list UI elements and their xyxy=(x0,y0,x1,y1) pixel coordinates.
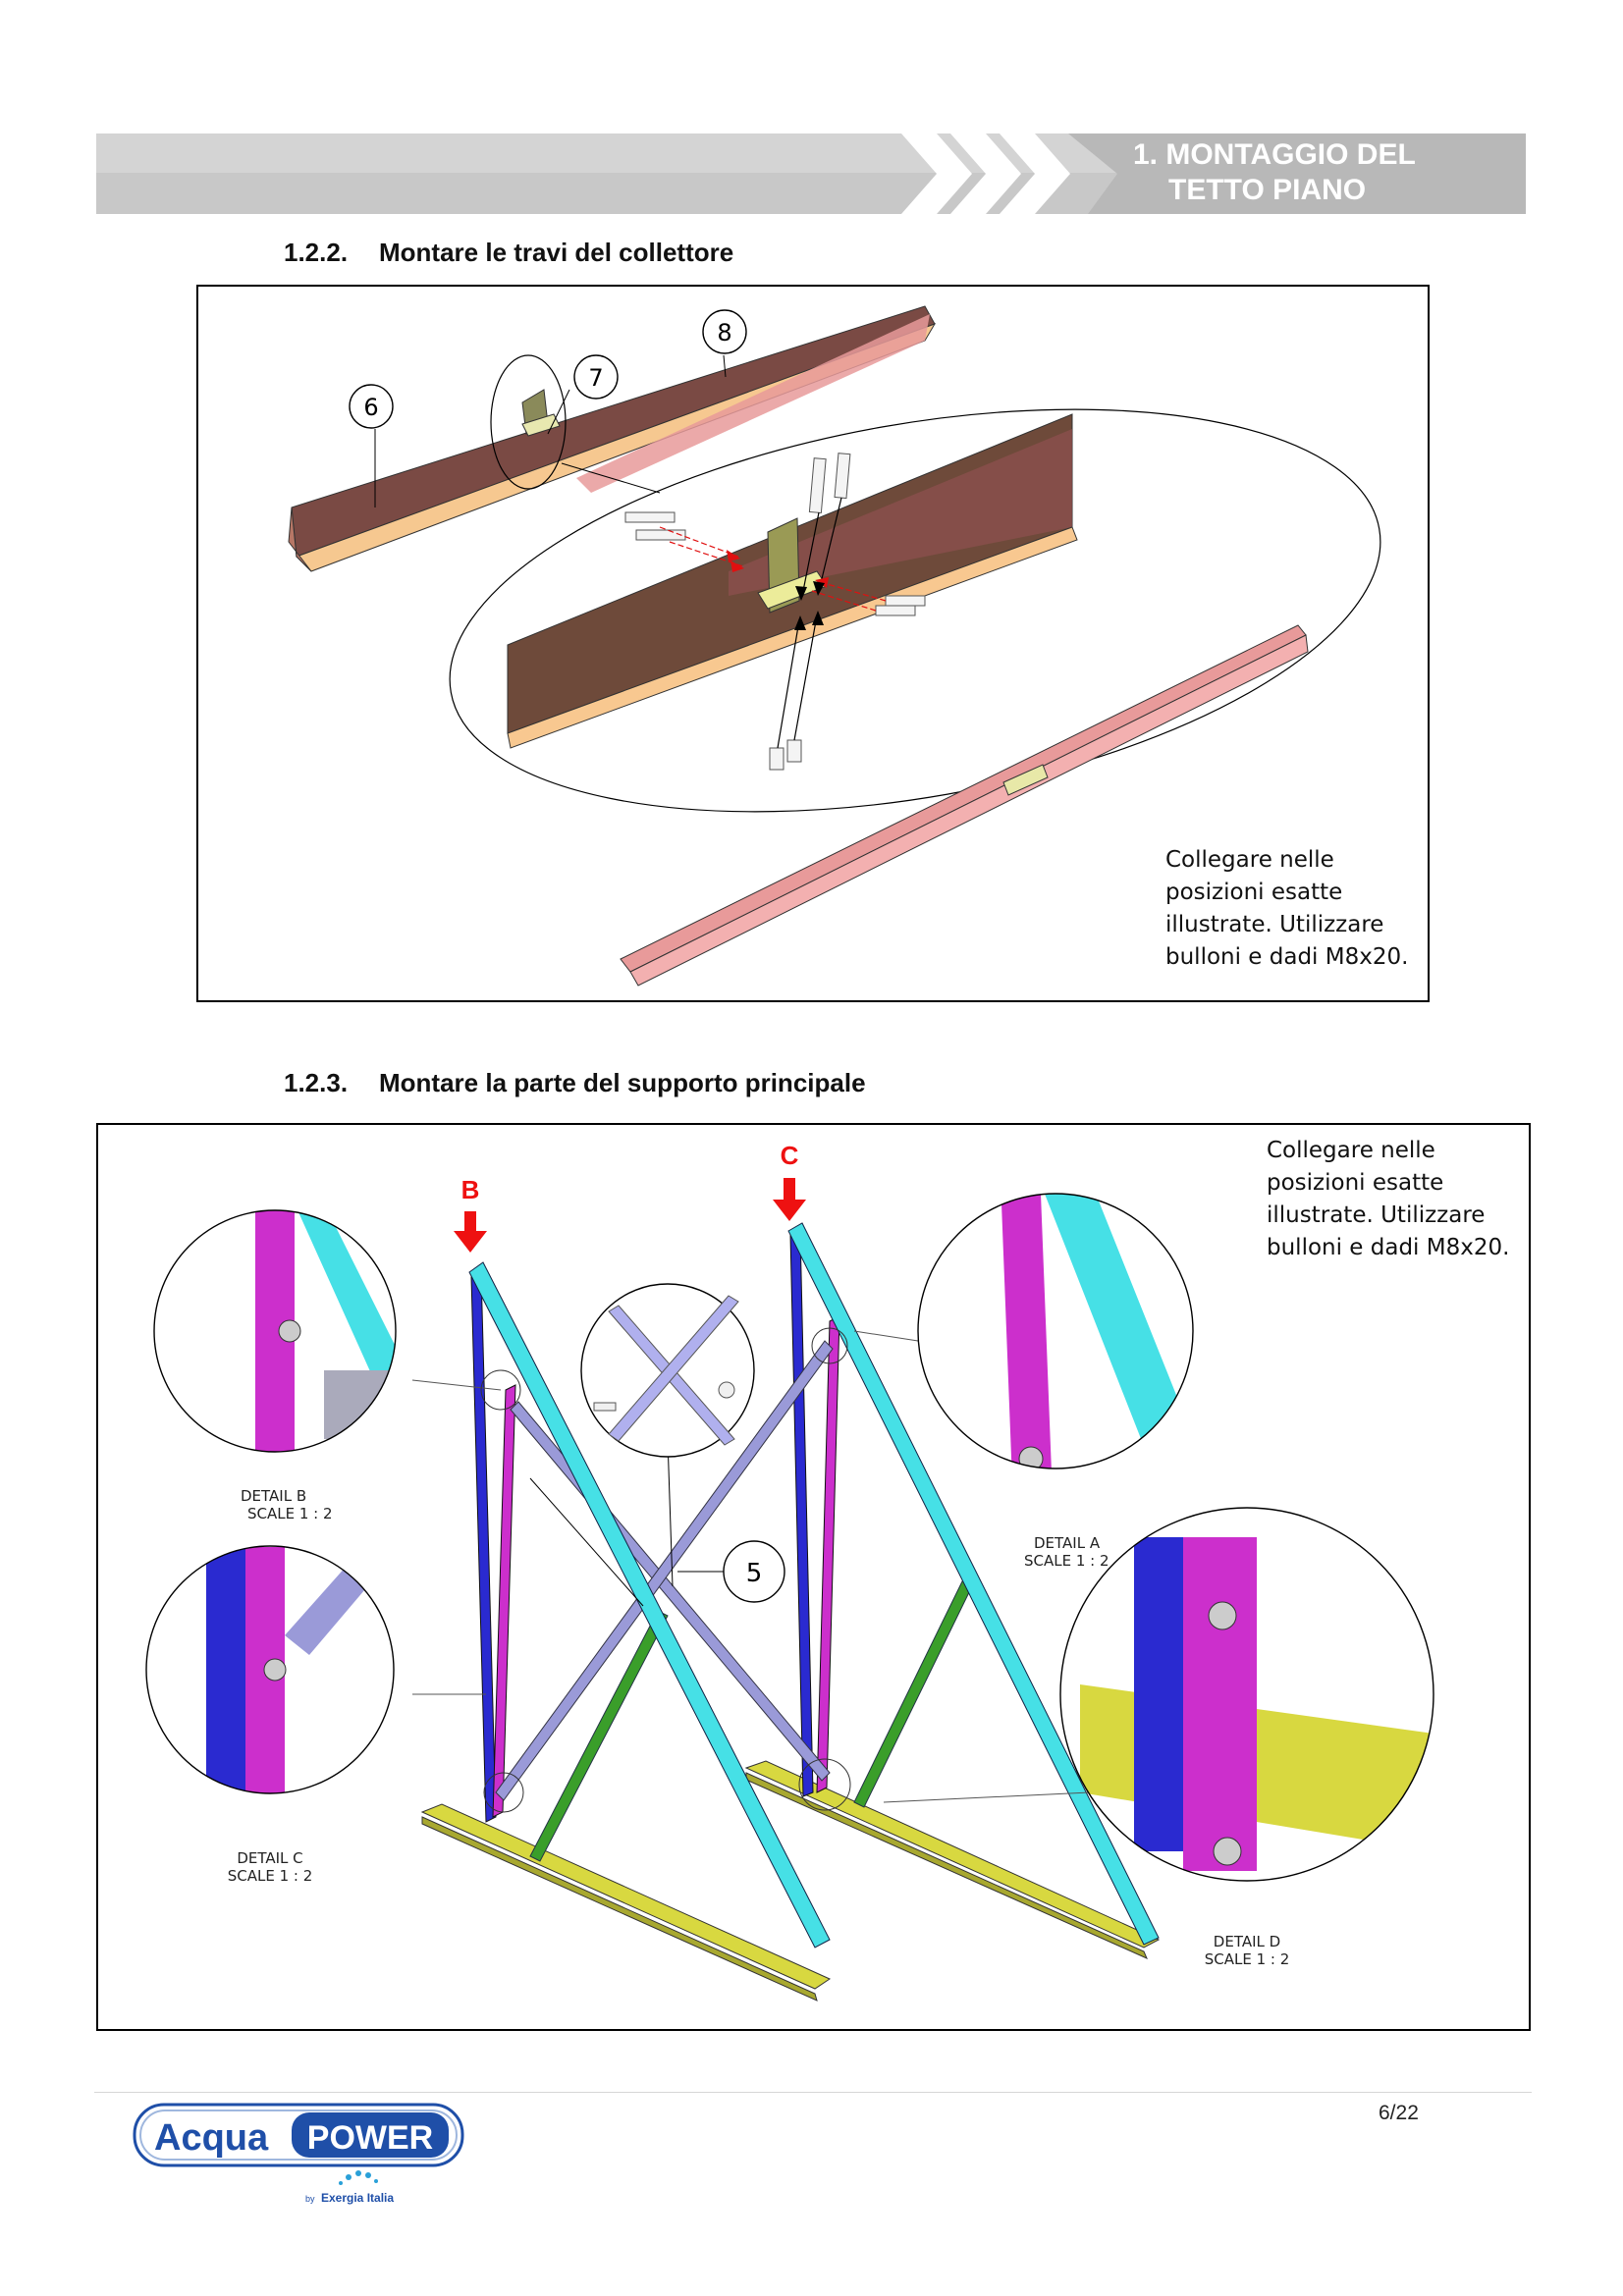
detail-a-scale: SCALE 1 : 2 xyxy=(1024,1552,1109,1570)
heading-1-2-2: 1.2.2. Montare le travi del collettore xyxy=(284,238,733,268)
detail-d-scale: SCALE 1 : 2 xyxy=(1205,1950,1290,1968)
assembled-beam xyxy=(620,624,1309,987)
banner-line-2: TETTO PIANO xyxy=(1168,174,1367,206)
banner-line-1: 1. MONTAGGIO DEL xyxy=(1133,138,1416,171)
footer-divider xyxy=(94,2092,1532,2093)
detail-d: DETAIL D SCALE 1 : 2 xyxy=(883,1507,1434,1968)
base-rails xyxy=(420,1760,1161,2002)
detail-c-name: DETAIL C xyxy=(237,1849,302,1867)
zoom-beam xyxy=(507,413,1078,749)
header-banner xyxy=(96,133,1526,214)
heading-1-2-3: 1.2.3. Montare la parte del supporto prin… xyxy=(284,1068,866,1098)
detail-circle xyxy=(490,354,567,490)
beam-6-8 xyxy=(288,305,937,572)
assembly-note-1: Collegare nelle posizioni esatte illustr… xyxy=(1165,844,1408,974)
detail-b-scale: SCALE 1 : 2 xyxy=(247,1505,333,1522)
marker-c-label: C xyxy=(781,1141,799,1170)
heading-number: 1.2.3. xyxy=(284,1068,349,1097)
note-line: illustrate. Utilizzare xyxy=(1267,1202,1486,1228)
logo-brand: Exergia Italia xyxy=(321,2191,394,2205)
assembly-note-2: Collegare nelle posizioni esatte illustr… xyxy=(1267,1135,1509,1264)
green-braces xyxy=(529,1580,973,1862)
black-arrowheads xyxy=(794,581,825,630)
note-line: illustrate. Utilizzare xyxy=(1165,912,1384,937)
callout-8: 8 xyxy=(702,309,747,378)
figure-collector-beams: 6 7 8 xyxy=(196,285,1430,1002)
detail-b-name: DETAIL B xyxy=(241,1487,306,1505)
note-line: Collegare nelle xyxy=(1267,1138,1435,1163)
callout-7-label: 7 xyxy=(588,364,603,392)
arrow-down-icon xyxy=(773,1200,806,1221)
logo-word-power: POWER xyxy=(307,2119,433,2157)
cyan-rails xyxy=(468,1222,1160,1949)
callout-6: 6 xyxy=(349,384,394,507)
callout-5: 5 xyxy=(529,1283,785,1607)
detail-a-name: DETAIL A xyxy=(1034,1534,1101,1552)
detail-a: DETAIL A SCALE 1 : 2 xyxy=(853,1193,1194,1570)
bolts xyxy=(624,453,926,771)
marker-c: C xyxy=(773,1141,806,1221)
logo-by: by xyxy=(305,2194,315,2204)
detail-d-name: DETAIL D xyxy=(1214,1933,1280,1950)
callout-7: 7 xyxy=(547,354,619,435)
callout-8-label: 8 xyxy=(717,319,731,347)
heading-title: Montare le travi del collettore xyxy=(379,238,734,267)
marker-b: B xyxy=(454,1175,487,1253)
black-guide-lines xyxy=(777,497,842,749)
marker-b-label: B xyxy=(461,1175,480,1204)
heading-title: Montare la parte del supporto principale xyxy=(379,1068,866,1097)
main-support-drawing: B C xyxy=(145,1141,1434,2002)
detail-c: DETAIL C SCALE 1 : 2 xyxy=(145,1545,486,1885)
exergia-dots-icon xyxy=(339,2170,378,2185)
zoom-ellipse xyxy=(449,408,1381,813)
callout-6-label: 6 xyxy=(363,394,378,421)
heading-number: 1.2.2. xyxy=(284,238,349,267)
arrow-down-icon xyxy=(454,1231,487,1253)
logo-word-acqua: Acqua xyxy=(154,2117,269,2159)
acqua-power-logo: Acqua POWER by Exergia Italia xyxy=(133,2103,464,2205)
callout-5-label: 5 xyxy=(746,1559,763,1588)
note-line: bulloni e dadi M8x20. xyxy=(1165,944,1409,970)
detail-c-scale: SCALE 1 : 2 xyxy=(228,1867,313,1885)
note-line: bulloni e dadi M8x20. xyxy=(1267,1235,1510,1260)
note-line: posizioni esatte xyxy=(1267,1170,1444,1196)
note-line: posizioni esatte xyxy=(1165,880,1343,905)
collector-beams-drawing: 6 7 8 xyxy=(288,305,1381,987)
figure-main-support: B C xyxy=(96,1123,1531,2031)
detail-b: DETAIL B SCALE 1 : 2 xyxy=(153,1209,502,1522)
note-line: Collegare nelle xyxy=(1165,847,1334,873)
chevron-arrows-icon xyxy=(901,133,1070,214)
page-number: 6/22 xyxy=(1379,2102,1419,2124)
section-title-banner: 1. MONTAGGIO DEL TETTO PIANO xyxy=(1119,133,1532,214)
